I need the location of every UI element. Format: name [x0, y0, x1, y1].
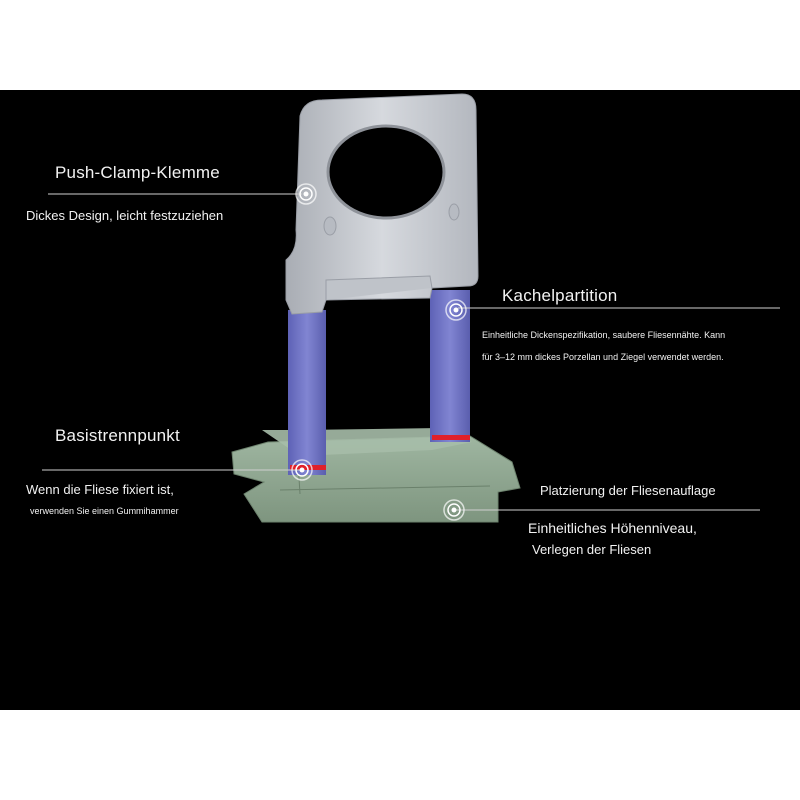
- push-clamp-description: Dickes Design, leicht festzuziehen: [26, 208, 224, 223]
- tile-partition-description-line1: Einheitliche Dickenspezifikation, sauber…: [482, 330, 726, 340]
- push-clamp-title: Push-Clamp-Klemme: [55, 163, 220, 182]
- tile-support-title: Platzierung der Fliesenauflage: [540, 483, 716, 498]
- product-panel: Push-Clamp-Klemme Dickes Design, leicht …: [0, 90, 800, 710]
- concentric-ring-marker-icon: [443, 499, 465, 521]
- base-break-point-description-line2: verwenden Sie einen Gummihammer: [30, 506, 179, 516]
- tile-partition-description-line2: für 3–12 mm dickes Porzellan und Ziegel …: [482, 352, 724, 362]
- tile-support-subtitle-line2: Verlegen der Fliesen: [532, 542, 652, 557]
- base-break-point-description-line1: Wenn die Fliese fixiert ist,: [26, 482, 174, 497]
- concentric-ring-marker-icon: [445, 299, 467, 321]
- tile-partition-title: Kachelpartition: [502, 286, 618, 305]
- base-break-point-title: Basistrennpunkt: [55, 426, 180, 445]
- tile-leveling-clip-illustration: [42, 93, 780, 523]
- clip-base: [231, 428, 521, 523]
- tile-support-subtitle-line1: Einheitliches Höhenniveau,: [528, 520, 697, 536]
- break-marker-right: [432, 435, 470, 440]
- concentric-ring-marker-icon: [295, 183, 317, 205]
- concentric-ring-marker-icon: [291, 459, 313, 481]
- leader-lines: [42, 193, 780, 511]
- clamp-head: [285, 93, 479, 315]
